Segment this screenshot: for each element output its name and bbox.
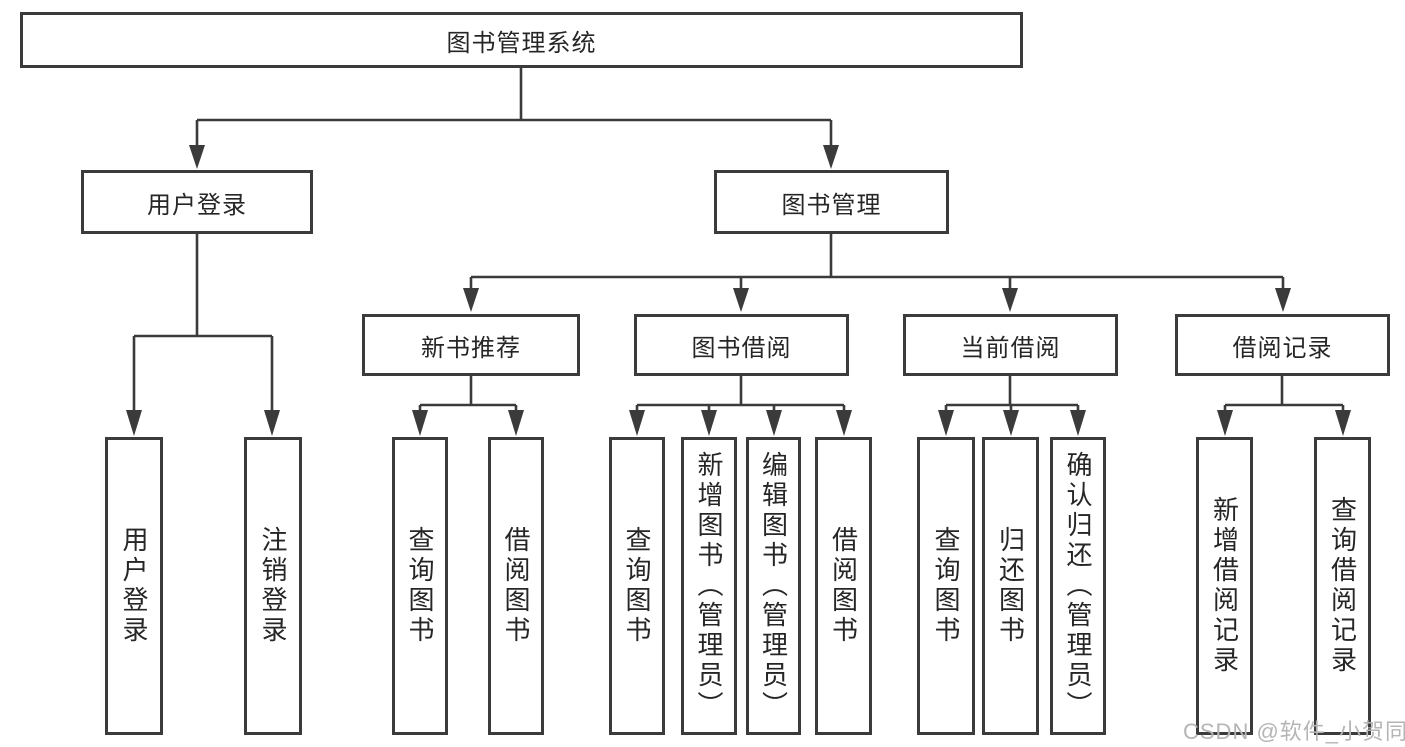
leaf-user-login: 用户登录 xyxy=(105,437,163,735)
connector-book-borrow-children xyxy=(629,376,852,436)
connector-root-to-level2 xyxy=(189,68,839,169)
leaf-newbooks-query-label: 查询图书 xyxy=(405,526,435,646)
leaf-currentborrow-return-label: 归还图书 xyxy=(995,526,1026,646)
leaf-records-add-label: 新增借阅记录 xyxy=(1209,496,1240,676)
leaf-user-login-label: 用户登录 xyxy=(119,526,149,646)
leaf-currentborrow-confirm-label: 确认归还（管理员） xyxy=(1063,451,1093,721)
leaf-logout-label: 注销登录 xyxy=(258,526,288,646)
leaf-bookborrow-query-label: 查询图书 xyxy=(622,526,652,646)
node-borrow-records-label: 借阅记录 xyxy=(1232,334,1333,362)
leaf-bookborrow-query: 查询图书 xyxy=(609,437,665,735)
leaf-logout: 注销登录 xyxy=(244,437,302,735)
csdn-watermark: CSDN @软件_小贺同学 xyxy=(1183,719,1405,744)
node-new-books: 新书推荐 xyxy=(362,314,580,376)
connector-user-login-children xyxy=(126,234,280,436)
connector-book-mgmt-to-level3 xyxy=(463,234,1291,312)
node-borrow-records: 借阅记录 xyxy=(1175,314,1390,376)
connector-current-borrow-children xyxy=(938,376,1086,436)
leaf-newbooks-borrow-label: 借阅图书 xyxy=(501,526,531,646)
node-book-borrow: 图书借阅 xyxy=(634,314,849,376)
leaf-records-query-label: 查询借阅记录 xyxy=(1327,496,1358,676)
node-user-login-label: 用户登录 xyxy=(147,191,247,219)
leaf-newbooks-borrow: 借阅图书 xyxy=(488,437,544,735)
connector-borrow-records-children xyxy=(1217,376,1351,436)
node-book-mgmt-label: 图书管理 xyxy=(781,191,882,219)
leaf-bookborrow-add-label: 新增图书（管理员） xyxy=(694,451,724,721)
node-book-mgmt: 图书管理 xyxy=(714,170,949,234)
node-user-login: 用户登录 xyxy=(81,170,313,234)
leaf-bookborrow-edit-label: 编辑图书（管理员） xyxy=(758,451,789,721)
leaf-currentborrow-query: 查询图书 xyxy=(917,437,975,735)
node-root-label: 图书管理系统 xyxy=(446,29,597,57)
leaf-currentborrow-return: 归还图书 xyxy=(982,437,1039,735)
leaf-records-add: 新增借阅记录 xyxy=(1196,437,1253,735)
node-book-borrow-label: 图书借阅 xyxy=(691,334,792,362)
leaf-currentborrow-query-label: 查询图书 xyxy=(931,526,961,646)
leaf-bookborrow-borrow: 借阅图书 xyxy=(815,437,872,735)
node-current-borrow-label: 当前借阅 xyxy=(960,334,1061,362)
node-new-books-label: 新书推荐 xyxy=(421,334,521,362)
leaf-bookborrow-borrow-label: 借阅图书 xyxy=(828,526,859,646)
leaf-bookborrow-edit: 编辑图书（管理员） xyxy=(746,437,801,735)
leaf-bookborrow-add: 新增图书（管理员） xyxy=(681,437,737,735)
node-current-borrow: 当前借阅 xyxy=(903,314,1118,376)
connector-new-books-children xyxy=(412,376,524,436)
leaf-newbooks-query: 查询图书 xyxy=(392,437,448,735)
leaf-records-query: 查询借阅记录 xyxy=(1314,437,1371,735)
node-root: 图书管理系统 xyxy=(20,12,1023,68)
leaf-currentborrow-confirm: 确认归还（管理员） xyxy=(1050,437,1106,735)
